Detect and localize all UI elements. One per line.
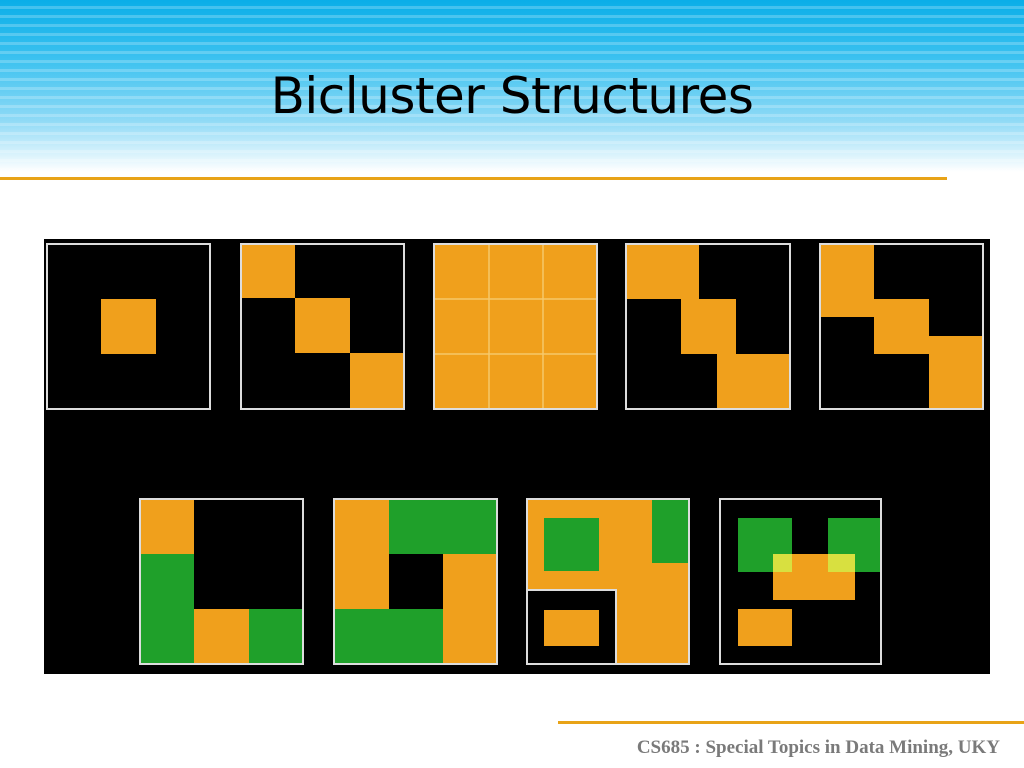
bicluster-block: [738, 609, 792, 646]
bicluster-block: [717, 354, 790, 409]
overlap-region: [828, 554, 855, 572]
bicluster-block: [334, 609, 443, 664]
bicluster-block: [295, 298, 350, 353]
panel-nonoverlapping-tree-structure: [139, 498, 304, 665]
panel-border: [46, 243, 211, 410]
panel-exclusive-columns-biclusters: [819, 243, 984, 410]
bicluster-block: [101, 299, 156, 354]
bicluster-block: [434, 244, 597, 409]
panel-border: [819, 243, 984, 410]
bicluster-block: [194, 609, 249, 664]
bicluster-block: [929, 336, 983, 409]
bicluster-block: [652, 499, 689, 563]
panel-overlapping-hierarchical-biclusters: [526, 498, 690, 665]
slide-title: Bicluster Structures: [270, 67, 754, 125]
panel-exclusive-row-column-biclusters: [240, 243, 405, 410]
overlap-region: [773, 554, 792, 572]
panel-border: [625, 243, 791, 410]
footer-rule: [558, 721, 1024, 724]
panel-border: [433, 243, 598, 410]
panel-border: [139, 498, 304, 665]
bicluster-block: [874, 299, 929, 354]
panel-border: [240, 243, 405, 410]
bicluster-block: [820, 244, 874, 317]
panel-arbitrarily-positioned-overlapping-biclusters: [719, 498, 882, 665]
bicluster-figure: [44, 239, 990, 674]
panel-nonoverlapping-nonexclusive-biclusters: [333, 498, 498, 665]
panel-border: [333, 498, 498, 665]
bicluster-block: [334, 499, 389, 609]
bicluster-block: [249, 609, 303, 664]
bicluster-block: [443, 554, 497, 664]
bicluster-block: [241, 244, 295, 298]
panel-border: [719, 498, 882, 665]
bicluster-block: [389, 499, 497, 554]
bicluster-block: [681, 299, 736, 354]
bicluster-block: [544, 518, 599, 571]
header-band: [0, 0, 1024, 172]
bicluster-block: [544, 610, 599, 646]
bicluster-block: [626, 244, 699, 299]
panel-border: [526, 498, 690, 665]
panel-checkerboard-structure: [433, 243, 598, 410]
bicluster-block: [350, 353, 404, 409]
footer-course-label: CS685 : Special Topics in Data Mining, U…: [636, 737, 1000, 758]
panel-exclusive-rows-biclusters: [625, 243, 791, 410]
panel-single-bicluster: [46, 243, 211, 410]
bicluster-block: [140, 554, 194, 664]
bicluster-block: [140, 499, 194, 554]
title-underline: [0, 177, 947, 180]
